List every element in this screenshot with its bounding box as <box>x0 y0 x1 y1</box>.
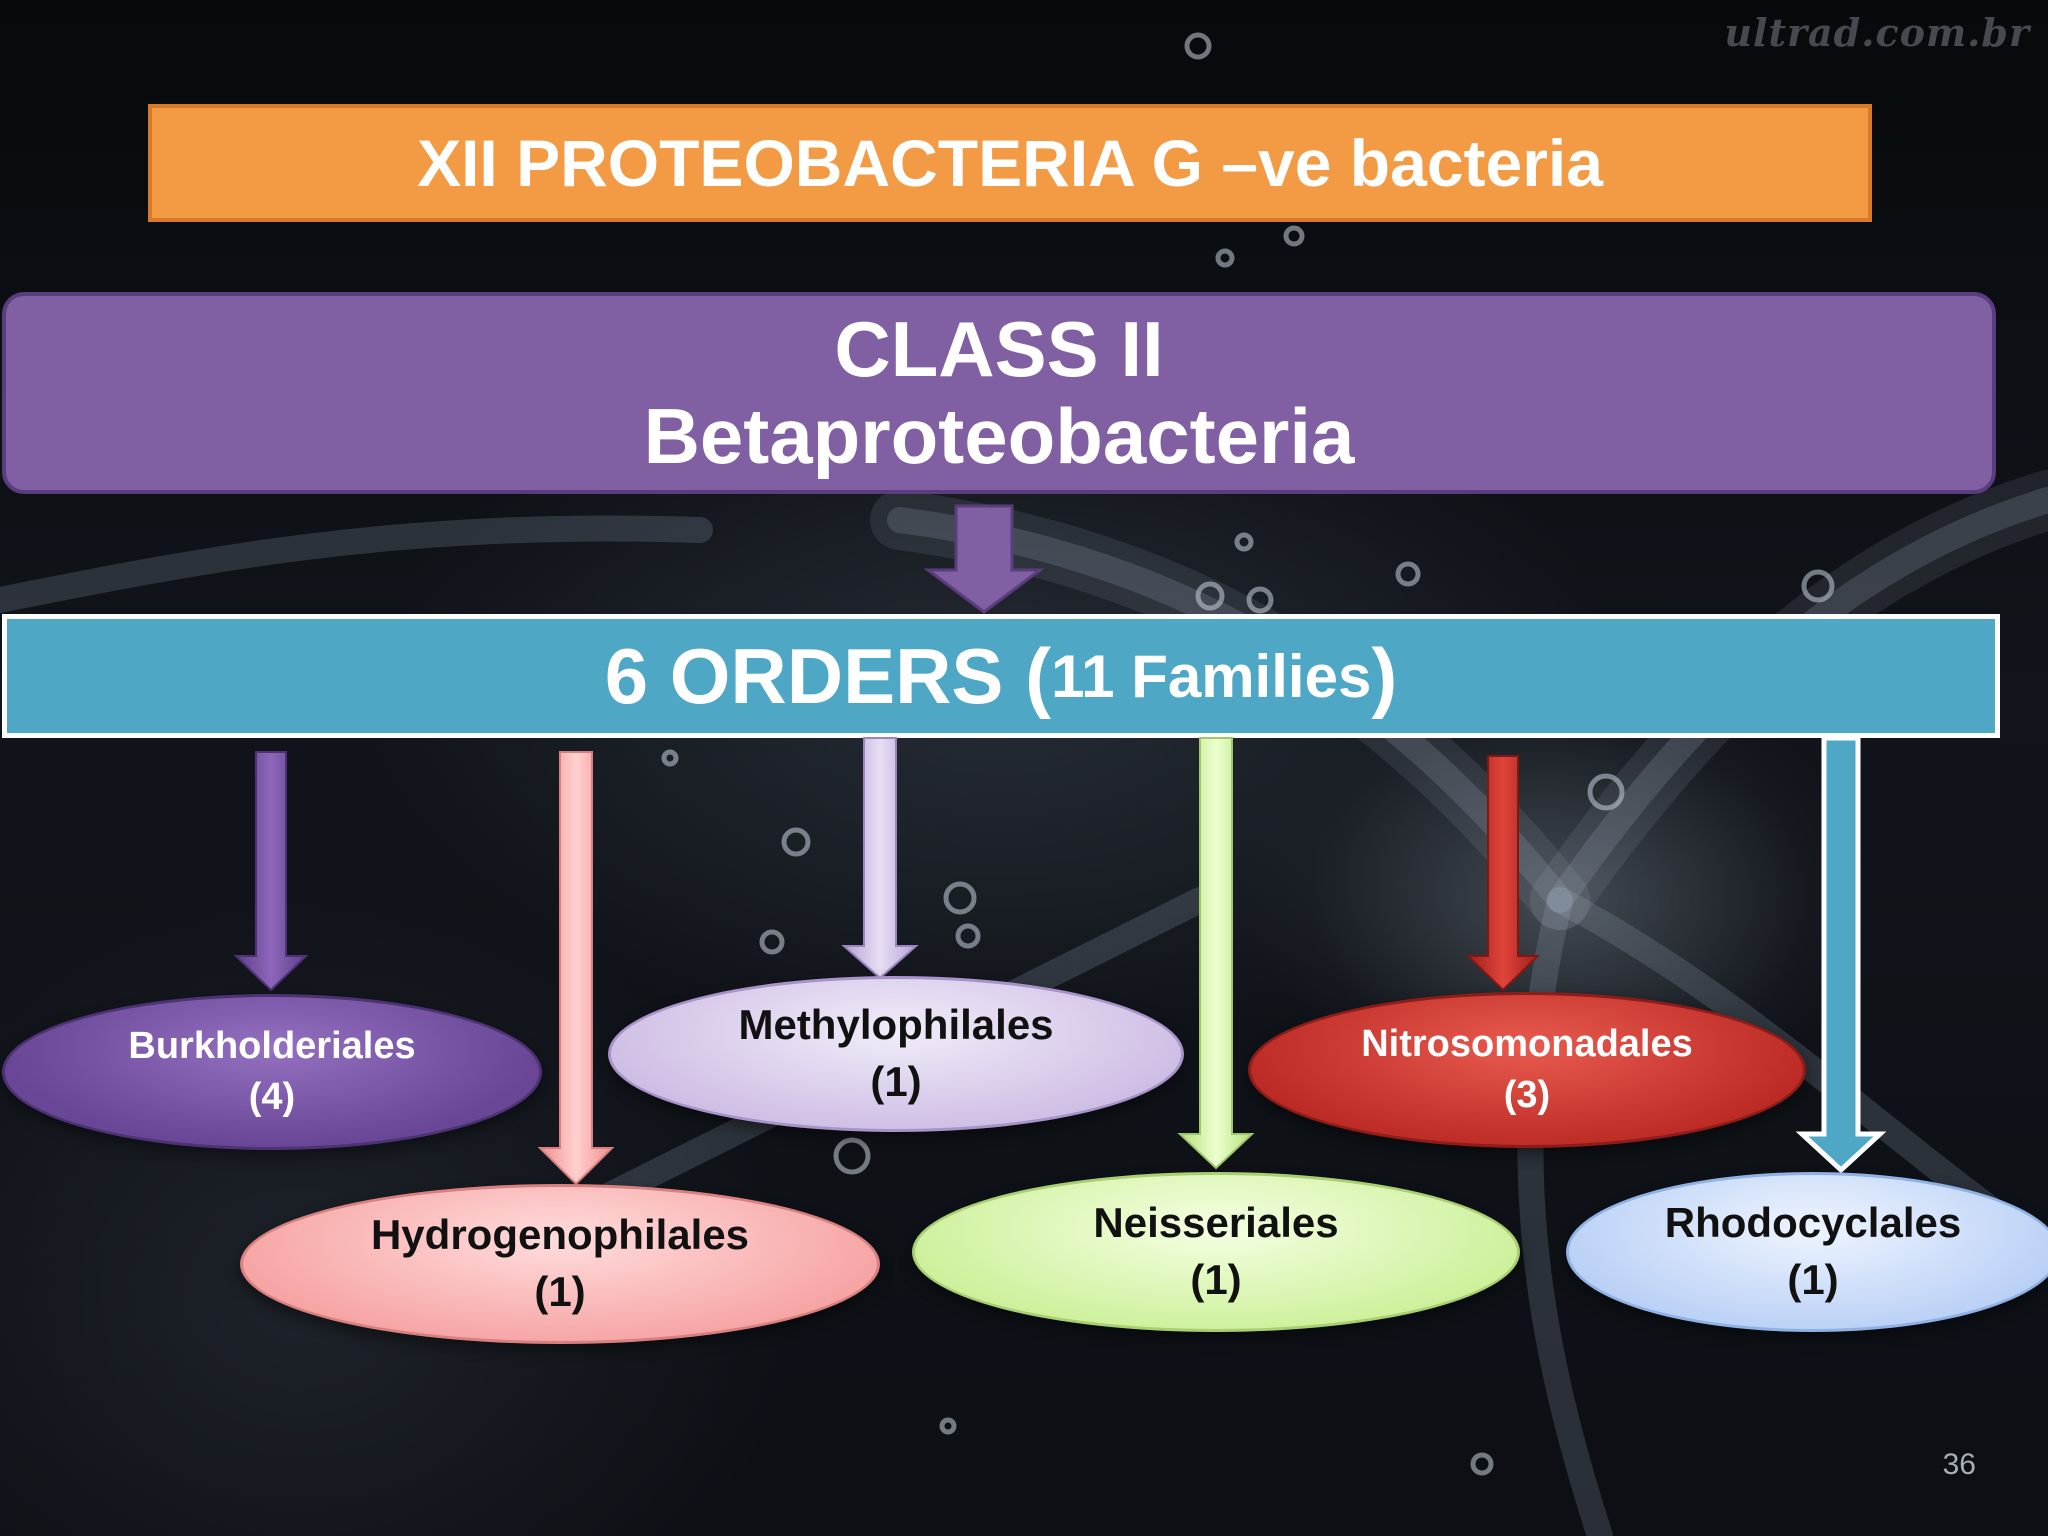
watermark-text: ultrad.com.br <box>1724 10 2030 55</box>
arrow-methylophilales <box>841 737 919 980</box>
order-name: Neisseriales <box>1093 1199 1339 1247</box>
class-name: Betaproteobacteria <box>643 392 1355 480</box>
order-nitrosomonadales: Nitrosomonadales (3) <box>1248 992 1806 1148</box>
order-name: Methylophilales <box>738 1001 1054 1049</box>
arrow-rhodocyclales <box>1795 735 1887 1174</box>
orders-count: 6 ORDERS ( <box>604 631 1052 720</box>
arrow-neisseriales <box>1177 737 1255 1170</box>
family-count: (1) <box>534 1268 586 1315</box>
family-count: (1) <box>870 1058 922 1105</box>
orders-box: 6 ORDERS ( 11 Families) <box>2 614 2000 738</box>
family-count: (4) <box>248 1076 296 1118</box>
order-neisseriales: Neisseriales (1) <box>912 1172 1520 1332</box>
order-hydrogenophilales: Hydrogenophilales (1) <box>240 1184 880 1344</box>
class-label: CLASS II <box>834 304 1164 393</box>
slide-title: XII PROTEOBACTERIA G –ve bacteria <box>148 104 1872 222</box>
order-name: Hydrogenophilales <box>370 1211 750 1259</box>
class-box: CLASS II Betaproteobacteria <box>2 292 1996 494</box>
order-name: Burkholderiales <box>128 1024 416 1067</box>
order-name: Nitrosomonadales <box>1361 1022 1693 1065</box>
arrow-hydrogenophilales <box>537 751 615 1186</box>
order-methylophilales: Methylophilales (1) <box>608 976 1184 1132</box>
arrow-burkholderiales <box>233 751 309 992</box>
order-burkholderiales: Burkholderiales (4) <box>2 994 542 1150</box>
order-rhodocyclales: Rhodocyclales (1) <box>1566 1172 2048 1332</box>
family-count: (1) <box>1787 1256 1839 1303</box>
family-count: (1) <box>1190 1256 1242 1303</box>
order-name: Rhodocyclales <box>1664 1199 1962 1247</box>
page-number: 36 <box>1942 1448 1976 1481</box>
families-count: 11 Families <box>1051 642 1372 710</box>
arrow-nitrosomonadales <box>1465 755 1541 992</box>
family-count: (3) <box>1503 1074 1551 1116</box>
class-to-orders-arrow <box>923 504 1045 614</box>
orders-close-paren: ) <box>1371 631 1398 720</box>
